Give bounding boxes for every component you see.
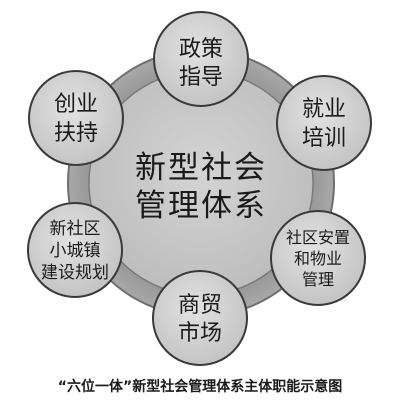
diagram-caption: “六位一体”新型社会管理体系主体职能示意图 [57, 379, 343, 395]
six-in-one-diagram: 新型社会 管理体系 政策 指导 就业 培训 社区安置 和物业 管理 商贸 市场 … [27, 11, 372, 366]
svg-text:扶持: 扶持 [54, 121, 98, 146]
svg-text:新社区: 新社区 [50, 219, 101, 239]
node-town-planning: 新社区 小城镇 建设规划 [27, 202, 123, 298]
svg-text:创业: 创业 [54, 92, 98, 117]
svg-text:政策: 政策 [179, 37, 223, 62]
svg-text:培训: 培训 [302, 126, 346, 151]
svg-text:建设规划: 建设规划 [41, 263, 109, 283]
svg-text:和物业: 和物业 [294, 249, 342, 268]
node-employment-training: 就业 培训 [276, 75, 372, 171]
svg-text:指导: 指导 [179, 65, 223, 90]
svg-text:管理: 管理 [302, 270, 334, 289]
center-title-line-1: 新型社会 [135, 150, 267, 186]
node-commerce-market: 商贸 市场 [152, 270, 248, 366]
svg-text:小城镇: 小城镇 [50, 241, 101, 261]
center-title-line-2: 管理体系 [135, 188, 267, 224]
node-community-resettlement: 社区安置 和物业 管理 [270, 210, 366, 306]
node-policy-guidance: 政策 指导 [153, 11, 249, 107]
svg-text:就业: 就业 [302, 97, 346, 122]
node-entrepreneurship-support: 创业 扶持 [28, 70, 124, 166]
svg-text:社区安置: 社区安置 [286, 228, 350, 247]
svg-text:市场: 市场 [178, 321, 222, 346]
svg-text:商贸: 商贸 [178, 293, 222, 318]
